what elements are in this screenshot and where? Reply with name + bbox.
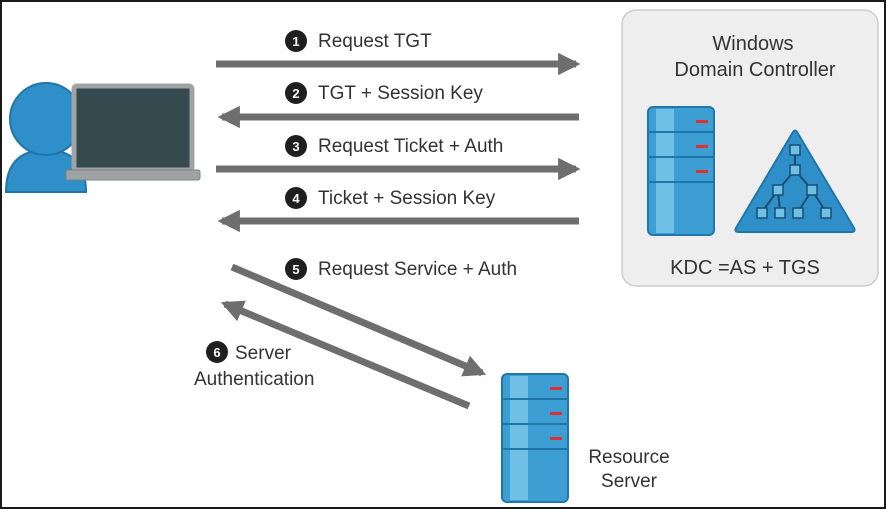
resource-server-label-line2: Server — [601, 471, 658, 492]
step-label: Request Ticket + Auth — [318, 136, 503, 157]
step-6-arrow — [220, 300, 471, 410]
kdc-label: KDC =AS + TGS — [670, 257, 820, 279]
step-4: 4 Ticket + Session Key — [285, 187, 496, 209]
step-number: 5 — [292, 262, 299, 277]
step-number: 3 — [292, 139, 299, 154]
step-label: Request Service + Auth — [318, 259, 517, 280]
client — [4, 82, 201, 193]
step-label: Request TGT — [318, 31, 432, 52]
step-6: 6 Server Authentication — [194, 341, 314, 390]
step-2: 2 TGT + Session Key — [285, 82, 483, 104]
step-number: 6 — [213, 345, 220, 360]
step-label-line2: Authentication — [194, 369, 314, 390]
server-icon — [647, 106, 715, 236]
resource-server: Resource Server — [501, 373, 670, 503]
step-badge — [285, 135, 307, 157]
step-label: Ticket + Session Key — [318, 188, 496, 209]
laptop-icon — [65, 83, 201, 181]
step-number: 4 — [292, 191, 300, 206]
step-badge — [285, 30, 307, 52]
step-number: 2 — [292, 86, 299, 101]
step-1: 1 Request TGT — [285, 30, 432, 52]
step-badge — [285, 82, 307, 104]
message-arrows — [216, 52, 581, 410]
domain-controller-title-line2: Domain Controller — [674, 59, 836, 81]
domain-controller-title-line1: Windows — [712, 33, 793, 55]
step-5-arrow — [230, 263, 487, 377]
step-number: 1 — [292, 34, 299, 49]
step-badge — [285, 258, 307, 280]
step-5: 5 Request Service + Auth — [285, 258, 517, 280]
resource-server-label-line1: Resource — [588, 447, 669, 468]
server-icon — [501, 373, 569, 503]
step-badge — [285, 187, 307, 209]
step-badge — [206, 341, 228, 363]
user-icon — [4, 82, 88, 193]
step-3: 3 Request Ticket + Auth — [285, 135, 503, 157]
step-label-line1: Server — [235, 343, 292, 364]
step-label: TGT + Session Key — [318, 83, 483, 104]
domain-controller-panel: Windows Domain Controller — [621, 9, 879, 287]
directory-tree-icon — [734, 129, 856, 233]
